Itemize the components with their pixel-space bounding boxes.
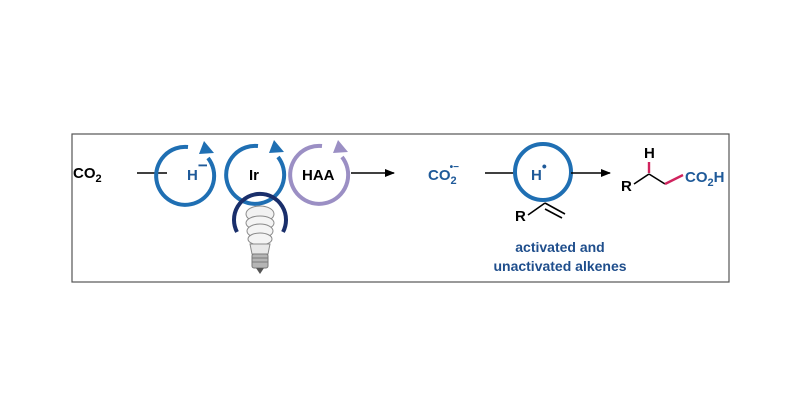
- product-structure: H R CO2H: [621, 145, 724, 195]
- scheme-frame: [71, 133, 730, 283]
- caption-line-2: unactivated alkenes: [493, 258, 626, 274]
- alkene-substituent: R: [515, 208, 526, 225]
- hat-cycle: H•: [513, 142, 573, 202]
- hydrogen-atom-label: H•: [531, 158, 547, 184]
- hydride-label: H−: [187, 156, 208, 184]
- haa-cycle: HAA: [288, 140, 351, 206]
- product-hydrogen: H: [644, 145, 655, 162]
- product-substituent: R: [621, 178, 632, 195]
- cycle-arrowhead-icon: [199, 141, 214, 154]
- caption-line-1: activated and: [515, 239, 604, 255]
- hydride-cycle: H−: [154, 141, 217, 207]
- cycle-arrowhead-icon: [269, 140, 284, 153]
- haa-label: HAA: [302, 167, 335, 184]
- cycle-arrowhead-icon: [333, 140, 348, 153]
- co2-radical-anion: CO2•−: [428, 162, 459, 187]
- alkene-structure: R: [515, 202, 566, 225]
- co2-reactant: CO2: [73, 165, 102, 185]
- light-bulb-icon: [232, 191, 288, 274]
- iridium-label: Ir: [249, 167, 259, 184]
- carboxylic-acid-group: CO2H: [685, 169, 724, 189]
